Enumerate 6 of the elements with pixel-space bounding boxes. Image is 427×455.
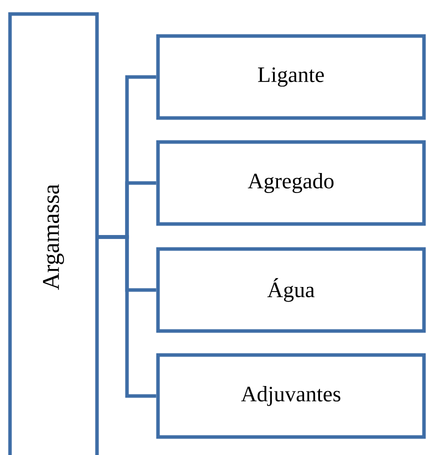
item-box: Ligante [156, 34, 426, 120]
item-box: Água [156, 247, 426, 333]
item-box: Agregado [156, 140, 426, 226]
item-box: Adjuvantes [156, 353, 426, 439]
connector-line [97, 235, 156, 398]
column-box: Argamassa [8, 12, 99, 455]
